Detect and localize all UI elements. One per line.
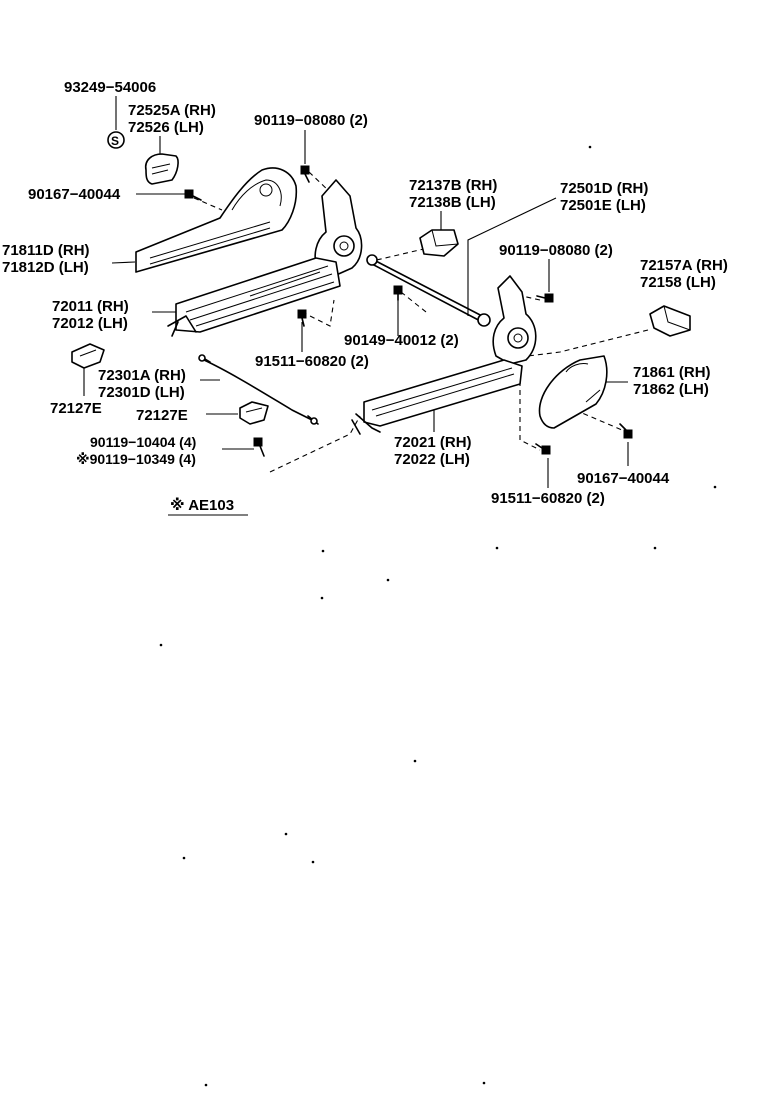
bolt-icon [184,189,202,201]
label-71861-rh: 71861 (RH) [633,364,711,381]
scan-specks [159,145,717,1087]
label-90119-08080-right: 90119−08080 (2) [499,242,613,259]
label-90119-08080-top: 90119−08080 (2) [254,112,368,129]
leader-lines [83,96,629,488]
note-ae103: ※ AE103 [170,496,234,514]
dash-10404 [269,415,361,473]
label-72012-lh: 72012 (LH) [52,315,128,332]
bolt-icon [297,309,307,327]
adjuster-handle [144,153,179,185]
label-72501d-rh: 72501D (RH) [560,180,648,197]
bolt-icon [300,165,310,183]
label-71811d-rh: 71811D (RH) [2,242,90,259]
leader-71811d [111,261,136,264]
side-shield [538,355,608,429]
labels: 93249−54006 72525A (RH) 72526 (LH) 90119… [2,79,728,516]
dash-left-bolt [193,197,223,211]
dash-mid-bolt [301,299,335,327]
label-71812d-lh: 71812D (LH) [2,259,89,276]
dash-rod-to-cap [367,243,439,263]
label-90119-10349: ※90119−10349 (4) [76,451,196,467]
label-72525a-rh: 72525A (RH) [128,102,216,119]
label-91511-60820-bottom: 91511−60820 (2) [491,490,605,507]
release-cable [198,354,319,425]
label-72158-lh: 72158 (LH) [640,274,716,291]
label-90119-10404: 90119−10404 (4) [90,434,196,450]
assembly-lines [193,171,649,473]
label-72127e-left: 72127E [50,400,102,417]
bolt-icon [536,293,554,303]
label-72526-lh: 72526 (LH) [128,119,204,136]
screw-icon [393,285,403,301]
fasteners [184,165,633,457]
bolt-icon [253,437,265,457]
label-72157a-rh: 72157A (RH) [640,257,728,274]
label-72011-rh: 72011 (RH) [52,298,129,315]
release-cap [419,229,459,257]
dash-90149 [400,291,427,313]
cable-clip-left [71,343,105,369]
leader-72501d [467,197,557,316]
left-recliner-bracket [314,179,363,277]
label-72021-rh: 72021 (RH) [394,434,472,451]
seat-track-cover [135,167,298,273]
label-72501e-lh: 72501E (LH) [560,197,646,214]
dash-right-bolt [521,295,541,301]
label-90167-40044-right: 90167−40044 [577,470,670,487]
dash-90167-right [574,409,623,431]
label-93249-54006: 93249−54006 [64,79,156,96]
label-72138b-lh: 72138B (LH) [409,194,496,211]
cable-clip-mid [239,401,269,425]
label-90167-40044-left: 90167−40044 [28,186,121,203]
left-seat-rail [167,257,341,337]
label-72301a-rh: 72301A (RH) [98,367,186,384]
label-72301d-lh: 72301D (LH) [98,384,185,401]
label-91511-60820-mid: 91511−60820 (2) [255,353,369,370]
s-mark-washer: S [107,131,125,149]
dash-top-bolt [308,171,331,193]
connecting-rod [366,254,491,327]
right-seat-rail [351,359,523,435]
label-71862-lh: 71862 (LH) [633,381,709,398]
label-72127e-mid: 72127E [136,407,188,424]
s-mark-symbol: S [111,134,119,148]
label-90149-40012: 90149−40012 (2) [344,332,459,349]
dash-bottom-bolt [519,372,541,451]
right-recliner-bracket [492,275,537,365]
side-clip [649,305,691,337]
dash-72157a [527,329,649,357]
bolt-icon [535,443,551,455]
bolt-icon [619,423,633,439]
label-72137b-rh: 72137B (RH) [409,177,497,194]
label-72022-lh: 72022 (LH) [394,451,470,468]
